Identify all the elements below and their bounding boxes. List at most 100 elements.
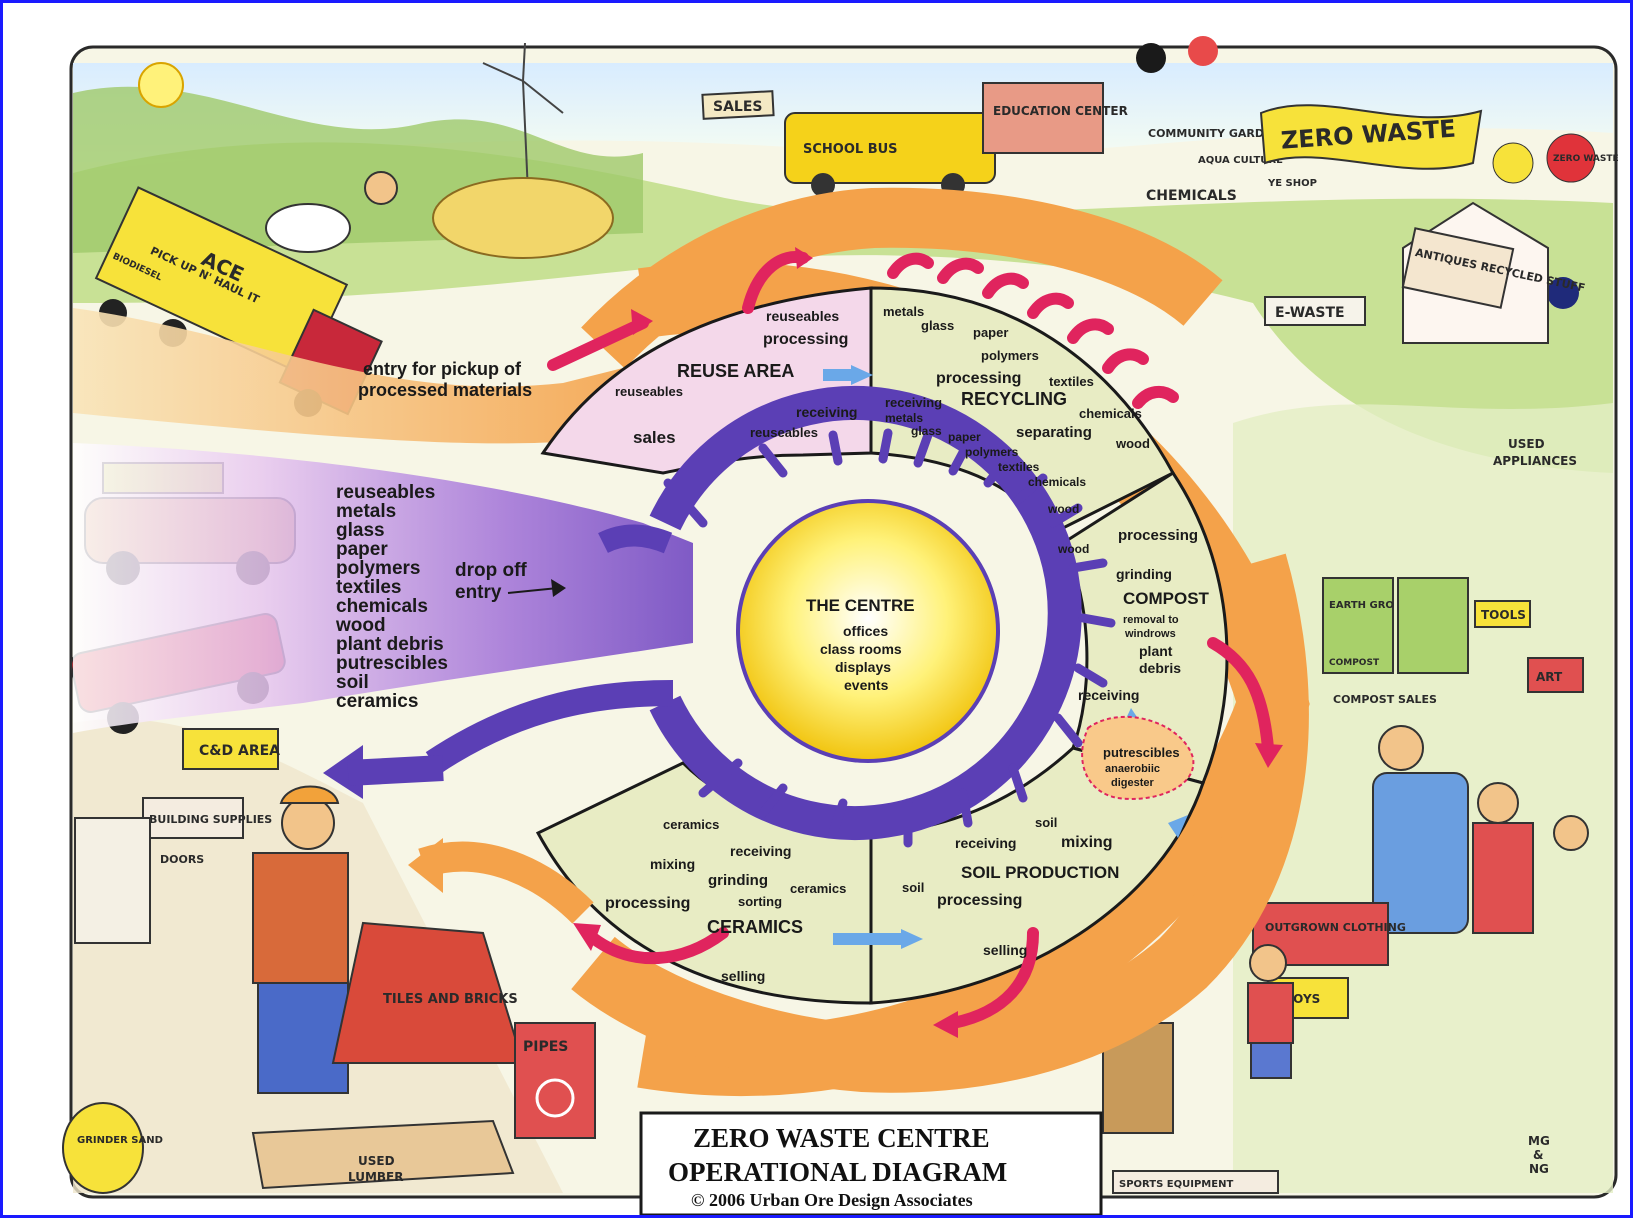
purple-exit-arm <box>425 680 674 774</box>
material-item: textiles <box>336 577 401 598</box>
recycling-separating: separating <box>1016 424 1092 441</box>
recycling-segment <box>869 286 1176 535</box>
tiles-bricks-label: TILES AND BRICKS <box>383 992 518 1007</box>
school-bus-label: SCHOOL BUS <box>803 142 898 157</box>
ceramics-title: CERAMICS <box>707 917 803 937</box>
reuse-left-label: reuseables <box>615 384 683 399</box>
compost-bag-label: COMPOST <box>1329 658 1380 668</box>
operational-diagram: SCHOOL BUS SALES EDUCATION CENTER COMMUN… <box>62 36 1619 1215</box>
education-center-label: EDUCATION CENTER <box>993 104 1128 118</box>
drop-off-entry-line2: entry <box>455 582 502 603</box>
child-figure <box>1247 944 1294 1079</box>
building-supplies-sign: BUILDING SUPPLIES <box>142 797 272 839</box>
drop-off-funnel <box>73 443 693 733</box>
art-sign: ART <box>1527 657 1584 693</box>
sports-equipment-label: SPORTS EQUIPMENT <box>1119 1179 1233 1190</box>
centre-item: events <box>844 677 889 693</box>
ceramics-grinding: grinding <box>708 872 768 889</box>
farmer-icon <box>364 171 398 205</box>
material-item: putrescibles <box>336 653 448 674</box>
blue-arrow-icon <box>901 929 923 949</box>
recycle-icon <box>535 1078 575 1118</box>
blue-arrow-icon <box>851 365 873 385</box>
drop-off-arrow-icon <box>507 587 559 594</box>
used-lumber-label-2: LUMBER <box>348 1170 404 1184</box>
doors-label: DOORS <box>160 853 204 866</box>
used-appliances-label-1: USED <box>1508 437 1545 451</box>
building-supplies-label: BUILDING SUPPLIES <box>149 813 272 826</box>
ceramics-mixing: mixing <box>650 856 695 872</box>
soil-segment <box>869 746 1205 1005</box>
ceramics-sorting: sorting <box>738 894 782 909</box>
reuse-reuseables: reuseables <box>750 425 818 440</box>
title-copyright: © 2006 Urban Ore Design Associates <box>691 1190 973 1210</box>
cd-area-label: C&D AREA <box>199 743 280 759</box>
centre-circle <box>736 499 1000 763</box>
compost-wood: wood <box>1057 542 1089 556</box>
blue-arrow-stem <box>833 933 901 945</box>
red-arrow-icon <box>573 923 601 951</box>
material-item: paper <box>336 539 388 560</box>
material-item: metals <box>336 501 396 522</box>
material-item: wood <box>335 615 386 636</box>
compost-anaerobic-line2: digester <box>1111 777 1155 789</box>
tools-sign: TOOLS <box>1474 600 1531 628</box>
red-arrow-icon <box>631 309 653 335</box>
title-box: ZERO WASTE CENTRE OPERATIONAL DIAGRAM © … <box>639 1111 1103 1215</box>
recycling-receiving-item: textiles <box>998 460 1040 474</box>
purple-ring <box>649 386 1082 840</box>
tools-label: TOOLS <box>1481 608 1526 622</box>
drop-off-arrowhead-icon <box>551 579 566 597</box>
outgrown-clothing-label: OUTGROWN CLOTHING <box>1265 921 1406 934</box>
balloon-icon <box>1188 36 1218 66</box>
material-item: glass <box>336 520 385 541</box>
used-lumber-label-1: USED <box>358 1154 395 1168</box>
reuse-processing-top: reuseables <box>766 308 839 324</box>
hay-bales <box>432 177 614 259</box>
material-item: ceramics <box>336 691 418 712</box>
red-arrow-icon <box>1255 743 1283 768</box>
blue-arrow-icon <box>1168 815 1188 838</box>
orange-ring-top <box>581 187 1223 369</box>
compost-sales-label: COMPOST SALES <box>1333 693 1437 706</box>
material-item: soil <box>336 672 369 693</box>
shopping-family <box>1372 725 1589 934</box>
grinder-sand-label: GRINDER SAND <box>77 1135 163 1146</box>
recycling-receiving-item: wood <box>1047 502 1079 516</box>
community-gardens-label: COMMUNITY GARDENS <box>1148 127 1289 140</box>
balloon-icon <box>1547 277 1579 309</box>
compost-putrescibles: putrescibles <box>1103 745 1180 760</box>
title-line2: OPERATIONAL DIAGRAM <box>668 1157 1007 1187</box>
soil-receiving: receiving <box>955 835 1016 851</box>
pipes-box: PIPES <box>514 1022 596 1139</box>
compost-removal-line1: removal to <box>1123 614 1179 626</box>
sales-sign-label: SALES <box>713 99 763 115</box>
blue-arrow-stem <box>823 369 851 381</box>
orange-return-arrow <box>418 841 594 924</box>
orange-arrow-icon <box>408 838 443 893</box>
soil-selling: selling <box>983 942 1027 958</box>
centre-item: offices <box>843 623 888 639</box>
pickup-lane <box>73 308 643 444</box>
recycling-processing: processing <box>936 370 1021 387</box>
chemicals-sign-label: CHEMICALS <box>1146 188 1237 204</box>
reuse-title: REUSE AREA <box>677 361 794 381</box>
e-waste-label: E-WASTE <box>1275 305 1345 321</box>
sales-sign: SALES <box>701 90 775 120</box>
recycling-top-item: metals <box>883 304 924 319</box>
zero-waste-balloon-label: ZERO WASTE <box>1553 154 1619 164</box>
reuse-processing: processing <box>763 331 848 348</box>
wind-turbine-icon <box>482 42 564 194</box>
bricks-pile: TILES AND BRICKS <box>331 921 525 1064</box>
sports-equipment-sign: SPORTS EQUIPMENT <box>1112 1170 1279 1194</box>
compost-plant-line1: plant <box>1139 643 1173 659</box>
compost-plant-line2: debris <box>1139 660 1181 676</box>
recycling-receiving-item: metals <box>885 411 923 425</box>
background-scene: SCHOOL BUS SALES EDUCATION CENTER COMMUN… <box>62 36 1619 1199</box>
purple-spokes <box>663 428 1116 848</box>
material-item: reuseables <box>336 482 435 503</box>
recycling-top-item: paper <box>973 325 1008 340</box>
aqua-culture-label: AQUA CULTURE <box>1198 155 1283 166</box>
used-lumber: USED LUMBER <box>251 1119 515 1190</box>
centre-item: displays <box>835 659 891 675</box>
